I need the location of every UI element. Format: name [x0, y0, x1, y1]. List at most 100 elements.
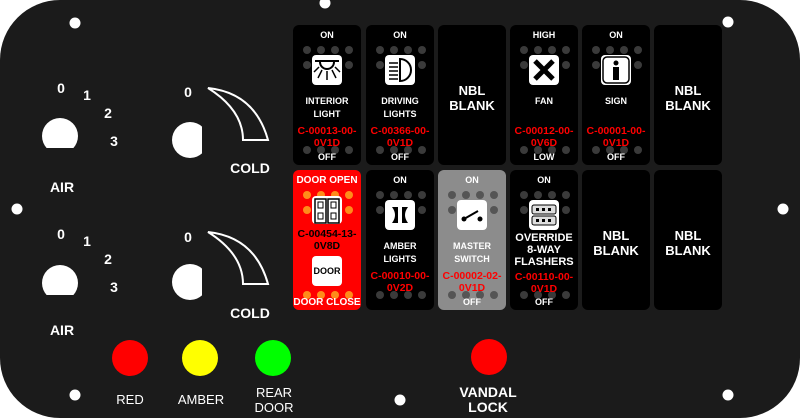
led-dot [418, 146, 426, 154]
red-label: RED [116, 392, 144, 407]
switch-bottom-label: OFF [535, 297, 553, 307]
led-dot [448, 291, 456, 299]
switch-top-label: ON [465, 175, 479, 185]
led-dot [390, 191, 398, 199]
switch-label: FAN [535, 96, 553, 106]
red-indicator[interactable] [112, 340, 148, 376]
interior-light-icon [312, 55, 342, 85]
air-label: AIR [49, 322, 75, 338]
switch-label: SIGN [604, 96, 627, 106]
led-dot [534, 46, 542, 54]
led-dot [390, 46, 398, 54]
led-dot [448, 191, 456, 199]
part-code: C-00366-00-0V1D [370, 125, 430, 149]
led-dot [331, 191, 339, 199]
temp-knob[interactable] [172, 264, 202, 300]
led-dot [418, 206, 426, 214]
switch-nbl-blank[interactable]: NBL BLANK [654, 25, 722, 165]
door-label: DOOR [313, 266, 341, 276]
switch-label: NBL BLANK [593, 228, 639, 258]
amber-indicator[interactable] [182, 340, 218, 376]
led-dot [404, 146, 412, 154]
led-dot [490, 291, 498, 299]
air-position: 1 [83, 87, 91, 103]
part-code: C-00012-00-0V6D [514, 125, 574, 149]
led-dot [534, 146, 542, 154]
led-dot [331, 146, 339, 154]
green-indicator[interactable] [255, 340, 291, 376]
switch-label: OVERRIDE 8-WAY FLASHERS [514, 232, 574, 268]
led-dot [418, 191, 426, 199]
switch-top-label: ON [393, 175, 407, 185]
led-dot [404, 291, 412, 299]
switch-nbl-blank[interactable]: NBL BLANK [582, 170, 650, 310]
screw-hole [777, 203, 789, 215]
led-dot [562, 206, 570, 214]
led-dot [592, 146, 600, 154]
door-button-icon: DOOR [312, 256, 342, 286]
led-dot [317, 291, 325, 299]
led-dot [634, 46, 642, 54]
led-dot [404, 46, 412, 54]
switch-label: NBL BLANK [665, 228, 711, 258]
air-knob[interactable] [42, 265, 78, 295]
part-code: C-00454-13-0V8D [297, 228, 357, 252]
screw-hole [722, 16, 734, 28]
led-dot [490, 191, 498, 199]
switch-bottom-label: OFF [318, 152, 336, 162]
led-dot [520, 206, 528, 214]
led-dot [345, 46, 353, 54]
master-switch-icon [457, 200, 487, 230]
vandal-lock-label: VANDAL LOCK [459, 384, 517, 415]
led-dot [331, 46, 339, 54]
led-dot [562, 191, 570, 199]
switch-amber-lights[interactable]: ON AMBER LIGHTS C-00010-00-0V2D [366, 170, 434, 310]
switch-label: AMBER LIGHTS [383, 241, 417, 264]
led-dot [562, 61, 570, 69]
amber-label: AMBER [177, 392, 225, 407]
switch-bottom-label: LOW [533, 152, 555, 162]
led-dot [620, 146, 628, 154]
led-dot [345, 206, 353, 214]
switch-nbl-blank[interactable]: NBL BLANK [438, 25, 506, 165]
led-dot [620, 46, 628, 54]
fan-icon [529, 55, 559, 85]
led-dot [418, 291, 426, 299]
led-dot [476, 191, 484, 199]
screw-hole [69, 17, 81, 29]
temp-zero: 0 [184, 229, 192, 245]
led-dot [548, 146, 556, 154]
temp-knob[interactable] [172, 122, 202, 158]
led-dot [345, 191, 353, 199]
led-dot [548, 191, 556, 199]
air-position: 0 [57, 226, 65, 242]
led-dot [390, 146, 398, 154]
switch-label: MASTER SWITCH [453, 241, 491, 264]
led-dot [562, 146, 570, 154]
flashers-icon [529, 200, 559, 230]
air-position: 0 [57, 80, 65, 96]
led-dot [592, 46, 600, 54]
switch-label: DRIVING LIGHTS [381, 96, 419, 119]
cold-label: COLD [230, 160, 270, 176]
air-knob[interactable] [42, 118, 78, 148]
screw-hole [394, 394, 406, 406]
led-dot [476, 291, 484, 299]
led-dot [634, 61, 642, 69]
led-dot [520, 146, 528, 154]
temp-scale-icon [207, 87, 270, 141]
led-dot [303, 61, 311, 69]
part-code: C-00002-02-0V1D [442, 270, 502, 294]
led-dot [303, 206, 311, 214]
air-position: 2 [104, 105, 112, 121]
part-code: C-00010-00-0V2D [370, 270, 430, 294]
switch-nbl-blank[interactable]: NBL BLANK [654, 170, 722, 310]
vandal-lock-button[interactable] [471, 339, 507, 375]
